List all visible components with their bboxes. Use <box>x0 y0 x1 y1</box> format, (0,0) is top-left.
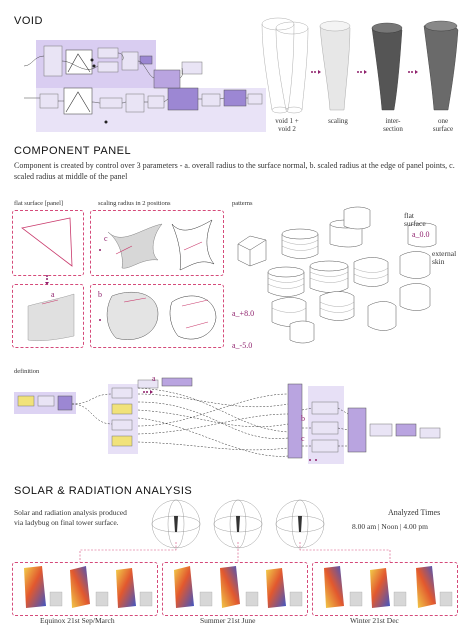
scaled-panel-frame <box>90 284 224 348</box>
panel-letter-c: c <box>104 234 108 243</box>
void-definition-graph <box>14 36 266 136</box>
void-stage-label-2: scaling <box>328 117 348 125</box>
panel-letter-a: a <box>51 290 55 299</box>
equinox-results-frame <box>12 562 158 616</box>
void-stage-label-1: void 1 + void 2 <box>275 117 299 133</box>
component-panel-sketches <box>21 217 217 341</box>
pattern-variations <box>237 206 437 344</box>
solar-description: Solar and radiation analysis produced vi… <box>14 508 127 527</box>
void-stage-label-3: inter- section <box>383 117 403 133</box>
external-skin-note: external skin <box>432 249 457 266</box>
winter-caption: Winter 21st Dec <box>350 616 399 625</box>
void-section-title: VOID <box>14 15 43 27</box>
patterns-label: patterns <box>232 200 253 207</box>
definition-label: definition <box>14 368 40 375</box>
equinox-caption: Equinox 21st Sep/March <box>40 616 115 625</box>
solar-section-title: SOLAR & RADIATION ANALYSIS <box>14 485 193 497</box>
scaling-label: scaling radius in 2 positions <box>98 200 171 207</box>
pattern-a-minus: a_-5.0 <box>232 341 253 350</box>
radiation-results <box>24 566 453 608</box>
summer-caption: Summer 21st June <box>200 616 256 625</box>
flat-surface-label: flat surface [panel] <box>14 200 64 207</box>
definition-letter-a: a <box>152 374 156 383</box>
flat-panel-frame <box>12 210 84 276</box>
component-description: Component is created by control over 3 p… <box>14 161 455 181</box>
analyzed-times-list: 8.00 am | Noon | 4.00 pm <box>352 522 428 531</box>
summer-results-frame <box>162 562 308 616</box>
component-section-title: COMPONENT PANEL <box>14 145 132 157</box>
definition-letter-b: b <box>301 414 305 423</box>
panel-letter-b: b <box>98 290 102 299</box>
winter-results-frame <box>312 562 458 616</box>
definition-letter-c: c <box>301 434 305 443</box>
analyzed-times-title: Analyzed Times <box>388 508 441 517</box>
curved-panel-frame <box>12 284 84 348</box>
void-stage-label-4: one surface <box>432 117 454 133</box>
component-definition-graph <box>14 377 441 464</box>
sun-path-domes <box>151 499 325 549</box>
void-stages-diagram <box>261 17 459 114</box>
flat-surface-note: flat surface <box>404 211 426 228</box>
scaling-panel-frame <box>90 210 224 276</box>
solar-connectors <box>79 542 391 562</box>
pattern-a-plus: a_+8.0 <box>232 309 255 318</box>
pattern-a-zero: a_0.0 <box>412 230 430 239</box>
